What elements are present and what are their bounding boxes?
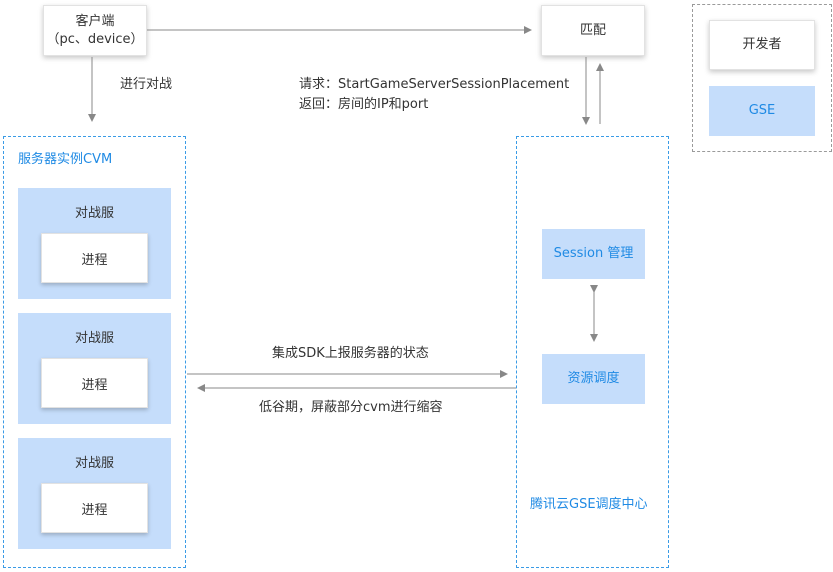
process-node: 进程: [41, 358, 148, 408]
process-node: 进程: [41, 233, 148, 283]
battle-server-2: 对战服 进程: [18, 313, 171, 424]
gse-center-container: [516, 136, 669, 568]
process-node: 进程: [41, 483, 148, 533]
match-node: 匹配: [541, 5, 645, 56]
edge-label-to-battle: 进行对战: [120, 77, 173, 92]
client-label: 客户端 （pc、device）: [46, 13, 144, 47]
cvm-title: 服务器实例CVM: [18, 152, 113, 167]
session-management-node: Session 管理: [542, 229, 645, 279]
cvm-container: [3, 136, 186, 568]
battle-server-title: 对战服: [74, 331, 114, 346]
session-management-label: Session 管理: [553, 246, 634, 261]
resource-scheduling-node: 资源调度: [542, 354, 645, 404]
gse-center-title: 腾讯云GSE调度中心: [530, 497, 648, 512]
edge-label-integrate: 集成SDK上报服务器的状态: [272, 346, 429, 361]
edge-label-response: 返回：房间的IP和port: [299, 97, 429, 112]
battle-server-title: 对战服: [74, 206, 114, 221]
edge-label-request: 请求：StartGameServerSessionPlacement: [299, 77, 570, 92]
battle-server-1: 对战服 进程: [18, 188, 171, 299]
client-node: 客户端 （pc、device）: [43, 5, 147, 56]
resource-scheduling-label: 资源调度: [567, 371, 620, 386]
process-label: 进程: [81, 377, 108, 393]
process-label: 进程: [81, 252, 108, 268]
legend-developer-label: 开发者: [742, 37, 782, 52]
battle-server-title: 对战服: [74, 456, 114, 471]
process-label: 进程: [81, 502, 108, 518]
legend-frame: [692, 4, 832, 152]
legend-gse: GSE: [709, 86, 815, 136]
legend-gse-label: GSE: [748, 103, 776, 118]
legend-developer: 开发者: [709, 20, 815, 70]
battle-server-3: 对战服 进程: [18, 438, 171, 549]
match-label: 匹配: [579, 22, 606, 38]
edge-label-scale-down: 低谷期，屏蔽部分cvm进行缩容: [259, 400, 443, 415]
